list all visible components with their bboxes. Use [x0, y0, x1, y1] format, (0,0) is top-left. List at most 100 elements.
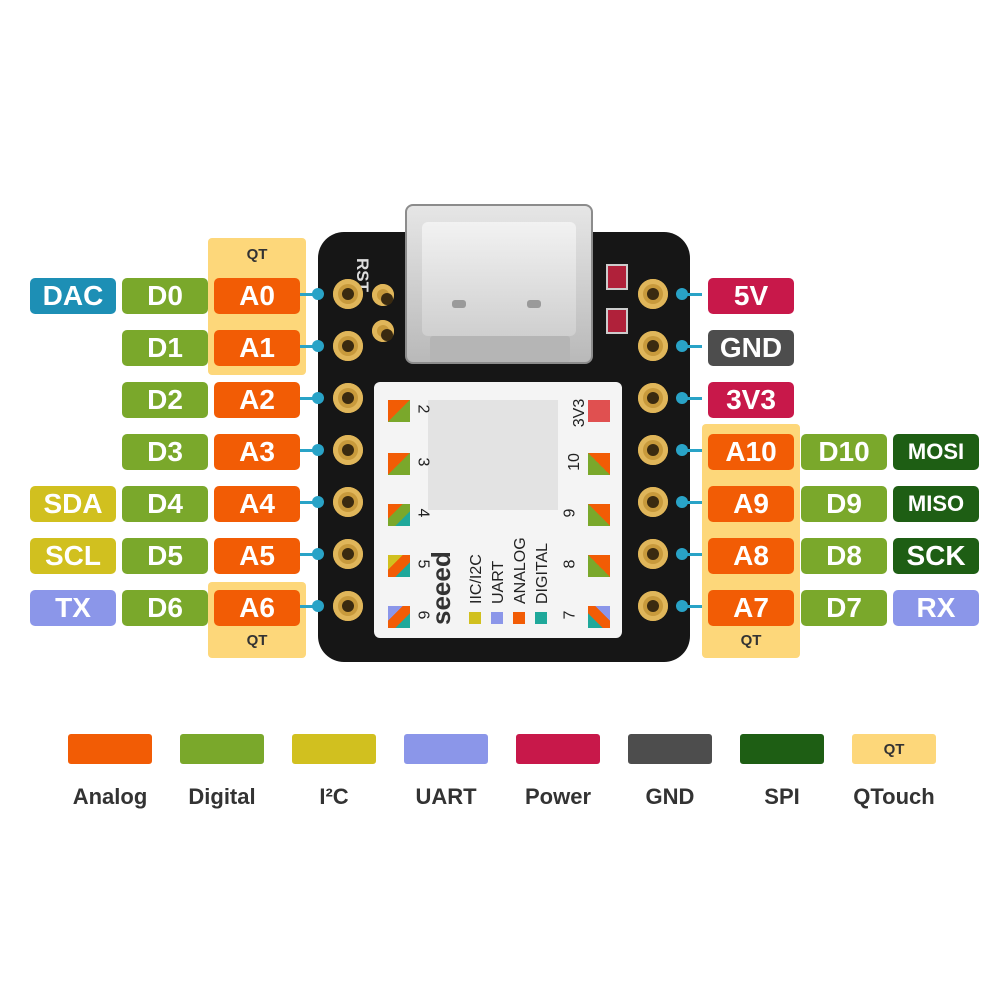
pin-connector-left-1: [300, 345, 320, 348]
pin-label-left-2-digital: D2: [122, 382, 208, 418]
pin-label-left-5-digital: D5: [122, 538, 208, 574]
pin-label-right-5-digital: D8: [801, 538, 887, 574]
legend-label-uart: UART: [415, 784, 477, 809]
pin-dot-right-4: [676, 496, 688, 508]
pin-pad-right-3: [638, 435, 668, 465]
pin-pad-right-2: [638, 383, 668, 413]
qt-label-right-bottom: QT: [740, 632, 762, 649]
pin-connector-right-1: [684, 345, 702, 348]
silk-number-left-2: 4: [414, 508, 432, 518]
pin-pad-left-4: [333, 487, 363, 517]
pin-pad-left-5: [333, 539, 363, 569]
pin-label-left-6-analog: A6: [214, 590, 300, 626]
pin-dot-right-3: [676, 444, 688, 456]
usb-c-tab-right: [527, 300, 541, 308]
pin-connector-left-6: [300, 605, 320, 608]
legend-swatch-gnd: [628, 734, 712, 764]
pin-label-left-0-dac: DAC: [30, 278, 116, 314]
legend-label-power: Power: [524, 784, 592, 809]
pin-dot-left-5: [312, 548, 324, 560]
pin-label-left-2-analog: A2: [214, 382, 300, 418]
pin-connector-right-2: [684, 397, 702, 400]
pin-label-right-4-digital: D9: [801, 486, 887, 522]
pin-label-left-6-digital: D6: [122, 590, 208, 626]
pin-label-left-6-uart: TX: [30, 590, 116, 626]
pin-label-left-5-analog: A5: [214, 538, 300, 574]
pin-label-right-6-analog: A7: [708, 590, 794, 626]
pin-label-right-6-uart: RX: [893, 590, 979, 626]
pin-label-right-3-digital: D10: [801, 434, 887, 470]
pin-dot-left-1: [312, 340, 324, 352]
legend-swatch-qtouch: QT: [852, 734, 936, 764]
led-top: [606, 264, 628, 290]
silk-square-right-2: [588, 504, 610, 526]
legend-label-gnd: GND: [645, 784, 695, 809]
pin-connector-left-4: [300, 501, 320, 504]
pin-connector-right-0: [684, 293, 702, 296]
silk-legend-text-1: UART: [490, 560, 507, 604]
pin-connector-right-4: [684, 501, 702, 504]
pin-pad-left-1: [333, 331, 363, 361]
pin-label-left-0-digital: D0: [122, 278, 208, 314]
pin-label-left-4-digital: D4: [122, 486, 208, 522]
silk-legend-swatch-3: [535, 612, 547, 624]
pin-pad-left-0: [333, 279, 363, 309]
silk-legend-text-3: DIGITAL: [534, 542, 551, 604]
silk-legend-swatch-2: [513, 612, 525, 624]
silk-square-left-3: [388, 555, 410, 577]
usb-c-tab-left: [452, 300, 466, 308]
silk-square-left-0: [388, 400, 410, 422]
pin-label-left-0-analog: A0: [214, 278, 300, 314]
pin-label-left-4-analog: A4: [214, 486, 300, 522]
silk-number-left-0: 2: [414, 404, 432, 414]
pin-label-left-4-i2c: SDA: [30, 486, 116, 522]
legend-swatch-i-c: [292, 734, 376, 764]
pin-label-left-5-i2c: SCL: [30, 538, 116, 574]
pin-dot-left-4: [312, 496, 324, 508]
legend-swatch-uart: [404, 734, 488, 764]
legend-swatch-digital: [180, 734, 264, 764]
silk-legend-text-2: ANALOG: [512, 537, 529, 604]
rst-pad-1: [372, 284, 394, 306]
silk-square-left-4: [388, 606, 410, 628]
silk-number-right-1: 10: [565, 453, 583, 471]
pin-dot-right-1: [676, 340, 688, 352]
silk-number-left-1: 3: [414, 457, 432, 467]
pin-dot-right-6: [676, 600, 688, 612]
led-bottom: [606, 308, 628, 334]
pin-pad-left-3: [333, 435, 363, 465]
legend-label-analog: Analog: [72, 784, 148, 809]
pin-dot-left-0: [312, 288, 324, 300]
pin-label-left-1-analog: A1: [214, 330, 300, 366]
pin-connector-right-6: [684, 605, 702, 608]
legend-swatch-power: [516, 734, 600, 764]
pin-pad-left-2: [333, 383, 363, 413]
pin-connector-right-3: [684, 449, 702, 452]
qt-label-left-top: QT: [246, 246, 268, 263]
legend-label-i-c: I²C: [319, 784, 349, 809]
silk-legend-swatch-1: [491, 612, 503, 624]
pin-label-right-3-analog: A10: [708, 434, 794, 470]
qt-label-left-bottom: QT: [246, 632, 268, 649]
pin-label-left-3-digital: D3: [122, 434, 208, 470]
legend-label-qtouch: QTouch: [853, 784, 935, 809]
pin-label-right-3-spi: MOSI: [893, 434, 979, 470]
pin-label-right-6-digital: D7: [801, 590, 887, 626]
pin-label-right-5-analog: A8: [708, 538, 794, 574]
pin-label-left-3-analog: A3: [214, 434, 300, 470]
pin-pad-right-6: [638, 591, 668, 621]
pin-label-right-4-spi: MISO: [893, 486, 979, 522]
pin-connector-right-5: [684, 553, 702, 556]
shield-window: [428, 400, 558, 510]
silk-number-right-0: 3V3: [571, 398, 589, 428]
rst-pad-2: [372, 320, 394, 342]
silk-square-right-3: [588, 555, 610, 577]
pin-dot-right-0: [676, 288, 688, 300]
pin-pad-right-4: [638, 487, 668, 517]
usb-c-inner: [422, 222, 576, 336]
silk-square-left-2: [388, 504, 410, 526]
pin-label-right-5-spi: SCK: [893, 538, 979, 574]
silk-legend-swatch-0: [469, 612, 481, 624]
silk-square-left-1: [388, 453, 410, 475]
pin-pad-left-6: [333, 591, 363, 621]
